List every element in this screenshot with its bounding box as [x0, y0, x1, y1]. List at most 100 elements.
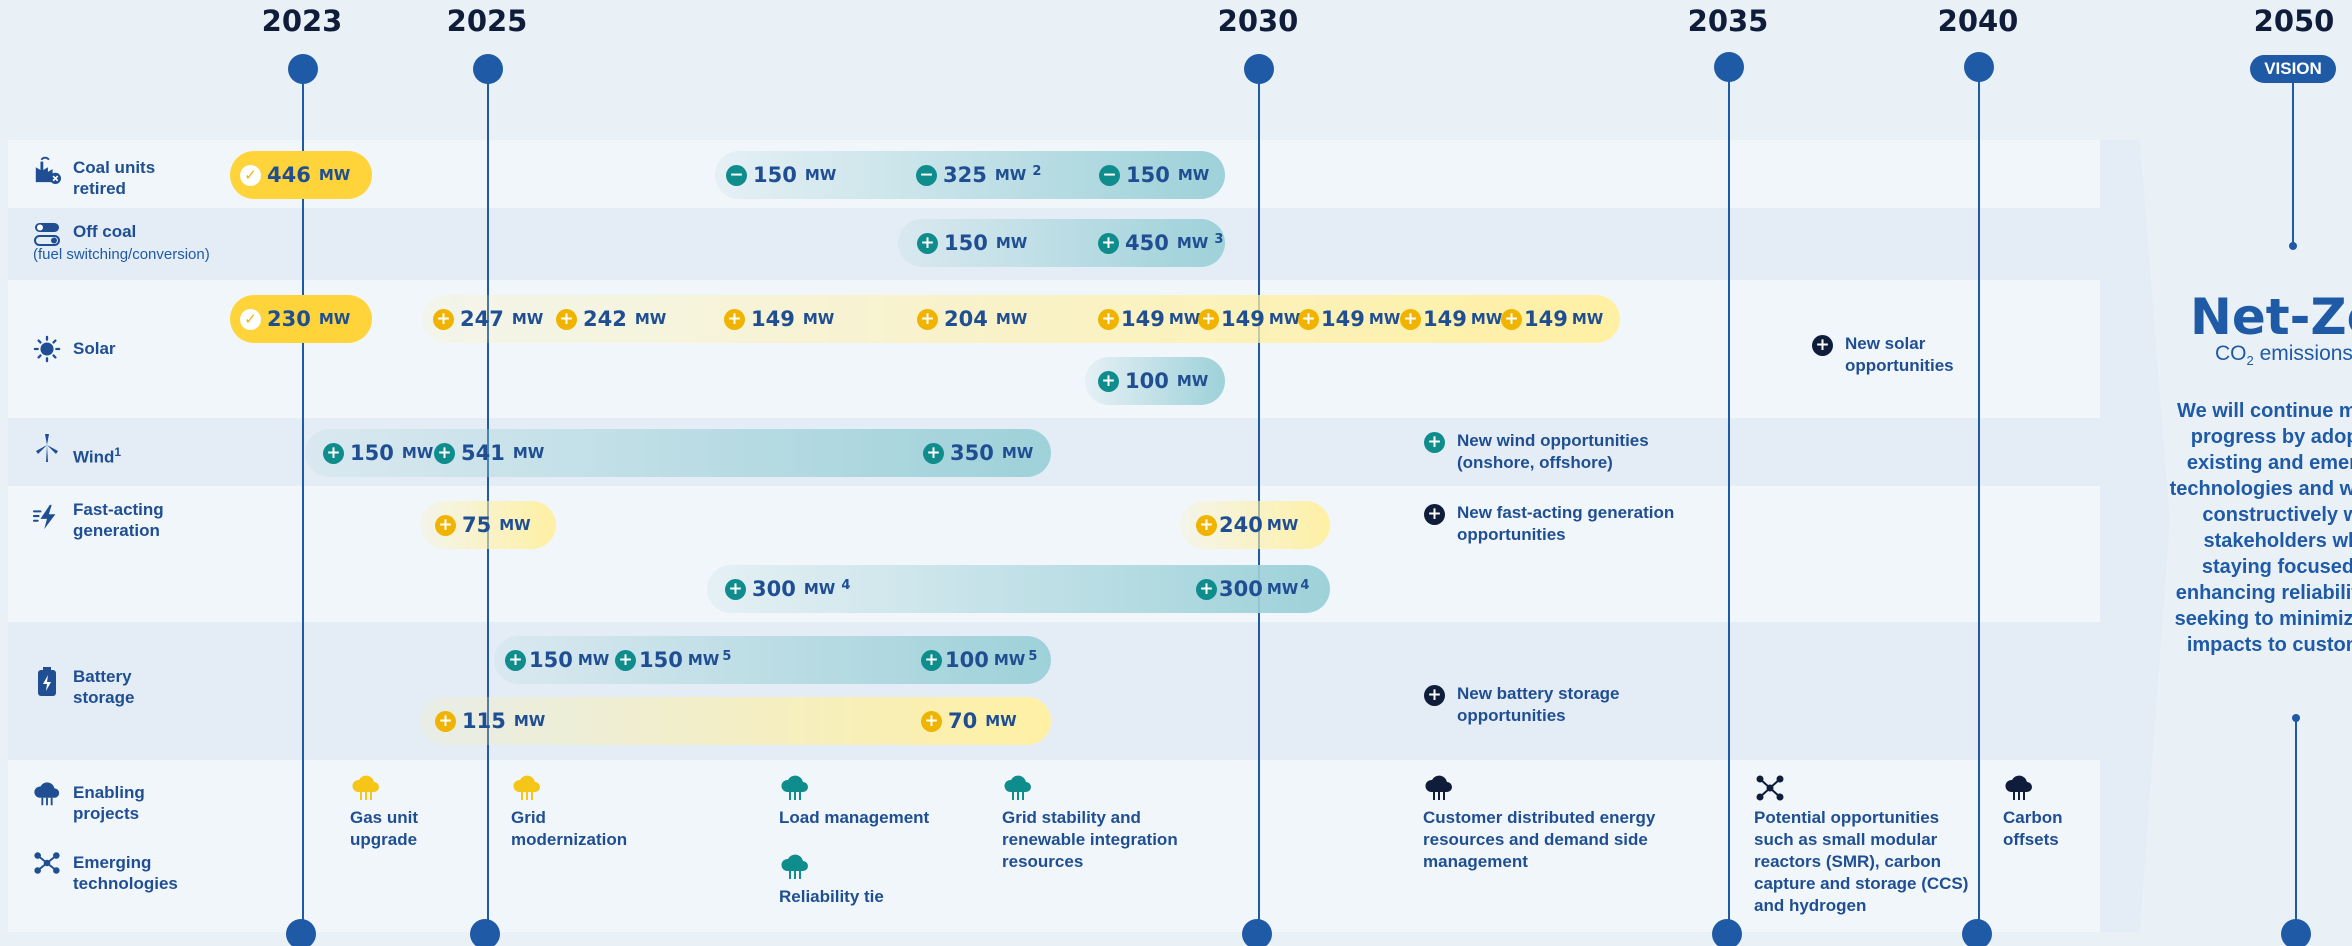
milestone-dot-2030-bottom: [1242, 919, 1272, 946]
line-2035: [1728, 66, 1730, 936]
milestone-dot-2023-bottom: [286, 919, 316, 946]
enabling-cloud-icon: [33, 780, 61, 808]
row-label-battery: Battery storage: [73, 667, 135, 707]
plus-icon: +: [556, 308, 577, 330]
milestone-dot-2025-bottom: [470, 919, 500, 946]
project-load-text: Load management: [779, 808, 930, 827]
vision-subtitle-co: CO: [2215, 342, 2247, 365]
wind-b-unit: MW: [512, 444, 545, 462]
coal-b-value: 325: [943, 163, 987, 187]
plus-icon: +: [1198, 308, 1219, 330]
wind-opportunity-text: New wind opportunities (onshore, offshor…: [1457, 431, 1649, 472]
milestone-dot-2035-bottom: [1712, 919, 1742, 946]
cloud-icon: [513, 775, 540, 800]
row-label-wind: Wind1: [73, 442, 121, 468]
solar-item-unit: MW: [1168, 310, 1201, 328]
battery-c-unit: MW: [993, 651, 1026, 669]
plus-icon: +: [921, 649, 942, 671]
minus-icon: −: [1099, 164, 1120, 186]
fast-c-unit: MW: [803, 580, 836, 598]
fast-d-note: 4: [1300, 577, 1310, 593]
solar-item-unit: MW: [802, 310, 835, 328]
project-grid-stab-text: Grid stability and renewable integration…: [1002, 808, 1178, 871]
solar-item-value: 149: [1121, 307, 1165, 331]
coal-planned-band: [715, 151, 1225, 199]
plus-icon: +: [1196, 578, 1217, 600]
fast-b-unit: MW: [1266, 516, 1299, 534]
plus-icon: +: [434, 442, 455, 464]
row-label-offcoal-note: (fuel switching/conversion): [33, 246, 210, 263]
solar-item-unit: MW: [1268, 310, 1301, 328]
milestone-dot-2025: [473, 54, 503, 84]
cloud-icon: [781, 775, 808, 800]
offcoal-b-unit: MW: [1176, 234, 1209, 252]
coal-a-value: 150: [753, 163, 797, 187]
sun-icon: [33, 335, 61, 363]
coal-2023-value: 446: [267, 163, 311, 187]
coal-b-unit: MW: [994, 166, 1027, 184]
offcoal-a-unit: MW: [995, 234, 1028, 252]
wind-b-value: 541: [461, 441, 505, 465]
coal-2023-unit: MW: [318, 166, 351, 184]
wind-turbine-icon: [33, 434, 61, 462]
row-label-wind-text: Wind: [73, 447, 115, 467]
plus-icon: +: [1501, 308, 1522, 330]
project-customer-text: Customer distributed energy resources an…: [1423, 808, 1656, 871]
project-grid-stability: Grid stability and renewable integration…: [1002, 773, 1212, 873]
battery-a-value: 150: [529, 648, 573, 672]
project-customer-der: Customer distributed energy resources an…: [1423, 773, 1713, 873]
fast-c-note: 4: [841, 577, 851, 593]
milestone-dot-2023: [288, 54, 318, 84]
vision-subtitle: CO2 emissions: [2215, 342, 2352, 368]
battery-b-value: 150: [639, 648, 683, 672]
project-reliability-text: Reliability tie: [779, 887, 884, 906]
line-2040: [1978, 66, 1980, 936]
fast-d-value: 300: [1219, 577, 1263, 601]
row-label-offcoal: Off coal (fuel switching/conversion): [33, 221, 210, 263]
plus-icon: +: [1400, 308, 1421, 330]
vision-line-end-bottom: [2292, 714, 2300, 722]
row-label-enabling: Enabling projects: [73, 783, 145, 823]
project-grid-mod-text: Grid modernization: [511, 808, 628, 849]
coal-c-value: 150: [1126, 163, 1170, 187]
battery-b-note: 5: [722, 648, 732, 664]
row-label-wind-note: 1: [114, 445, 122, 459]
milestone-dot-2040-bottom: [1962, 919, 1992, 946]
cloud-icon: [1004, 775, 1031, 800]
battery-e-value: 70: [948, 709, 978, 733]
solar-item-unit: MW: [511, 310, 544, 328]
solar-item-unit: MW: [634, 310, 667, 328]
check-icon: ✓: [240, 164, 261, 186]
offcoal-a-value: 150: [944, 231, 988, 255]
offcoal-b-note: 3: [1214, 231, 1224, 247]
network-icon: [1756, 775, 1784, 801]
line-2050-top: [2292, 83, 2294, 247]
row-label-fast: Fast-acting generation: [73, 500, 164, 540]
emerging-network-icon: [33, 849, 61, 877]
wind-c-unit: MW: [1001, 444, 1034, 462]
plus-icon: +: [435, 710, 456, 732]
coal-2023-tag: ✓ 446 MW: [240, 151, 350, 199]
plus-icon: +: [921, 710, 942, 732]
solar-item-value: 149: [1524, 307, 1568, 331]
toggle-icon: [33, 220, 61, 248]
plus-icon: +: [724, 308, 745, 330]
solar-item-unit: MW: [1571, 310, 1604, 328]
